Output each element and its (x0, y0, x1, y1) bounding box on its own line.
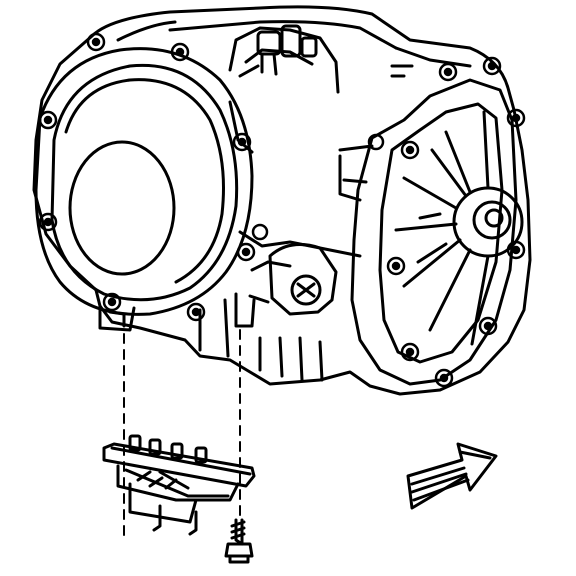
bracket (102, 434, 256, 536)
fill-plug (290, 274, 322, 306)
sensor-connector (238, 24, 318, 78)
mounting-lugs (98, 292, 256, 332)
front-cover-bolts (367, 56, 526, 388)
cover-bolts (38, 32, 269, 322)
front-cover (350, 78, 524, 386)
bolt (224, 518, 254, 564)
bracket-studs (128, 434, 208, 536)
side-cover (50, 63, 239, 302)
alignment-guides (123, 329, 241, 541)
differential-housing (32, 5, 532, 396)
forward-arrow-icon (406, 442, 498, 510)
cover-center-plate (68, 140, 176, 276)
